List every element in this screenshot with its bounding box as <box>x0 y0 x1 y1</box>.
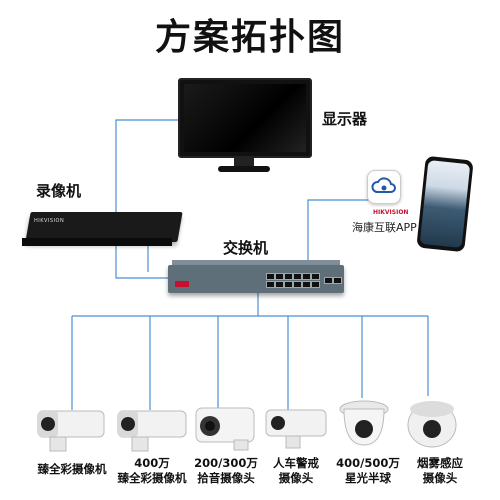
switch-top <box>172 260 340 266</box>
camera-3-image <box>195 407 255 451</box>
switch-port <box>293 281 302 288</box>
camera-6-label-line2: 摄像头 <box>422 471 458 485</box>
app-icon <box>367 170 401 204</box>
phone-screen <box>419 160 471 248</box>
camera-5-image <box>339 400 389 446</box>
camera-2-image <box>117 410 187 452</box>
monitor-image <box>178 78 312 158</box>
line-app-to-switch <box>307 199 370 262</box>
monitor-base <box>218 166 270 172</box>
camera-4-image <box>265 409 327 449</box>
monitor-label: 显示器 <box>322 110 368 128</box>
monitor-screen <box>184 84 306 152</box>
switch-port <box>284 281 293 288</box>
switch-port <box>275 281 284 288</box>
switch-port <box>302 273 311 280</box>
app-label: 海康互联APP <box>352 221 417 234</box>
line-monitor-to-switch <box>115 119 178 279</box>
camera-3-label-line2: 拾音摄像头 <box>197 471 255 485</box>
switch-port <box>302 281 311 288</box>
switch-port <box>311 281 320 288</box>
switch-port <box>293 273 302 280</box>
switch-port <box>266 281 275 288</box>
camera-2-label: 400万 臻全彩摄像机 <box>102 456 202 486</box>
camera-5-label-line2: 星光半球 <box>345 471 391 485</box>
camera-3-label: 200/300万 拾音摄像头 <box>176 456 276 486</box>
camera-5-label-line1: 400/500万 <box>336 456 400 470</box>
camera-6-label-line1: 烟雾感应 <box>417 456 463 470</box>
camera-6-label: 烟雾感应 摄像头 <box>390 456 490 486</box>
nvr-label: 录像机 <box>36 182 82 200</box>
camera-3-label-line1: 200/300万 <box>194 456 258 470</box>
nvr-front-panel <box>22 238 172 246</box>
switch-label: 交换机 <box>223 239 269 257</box>
app-brand-logo: HIKVISION <box>373 209 409 216</box>
switch-uplink-port <box>333 277 342 284</box>
switch-port <box>284 273 293 280</box>
camera-4-label-line1: 人车警戒 <box>273 456 319 470</box>
switch-brand-logo <box>175 281 189 287</box>
switch-port <box>311 273 320 280</box>
switch-image <box>168 265 344 293</box>
camera-1-image <box>37 410 105 452</box>
nvr-brand-logo: HIKVISION <box>34 218 65 224</box>
camera-2-label-line2: 臻全彩摄像机 <box>117 471 187 485</box>
camera-1-label-line1: 臻全彩摄像机 <box>37 462 107 476</box>
camera-5-label: 400/500万 星光半球 <box>318 456 418 486</box>
switch-port <box>266 273 275 280</box>
monitor-stand <box>234 158 254 168</box>
switch-uplink-port <box>324 277 333 284</box>
switch-port <box>275 273 284 280</box>
diagram-title: 方案拓扑图 <box>154 17 345 58</box>
camera-4-label: 人车警戒 摄像头 <box>246 456 346 486</box>
camera-2-label-line1: 400万 <box>134 456 170 470</box>
camera-6-image <box>407 401 457 448</box>
camera-4-label-line2: 摄像头 <box>278 471 314 485</box>
camera-1-label: 臻全彩摄像机 <box>22 462 122 477</box>
cloud-icon <box>371 177 396 193</box>
phone-image <box>416 155 474 253</box>
